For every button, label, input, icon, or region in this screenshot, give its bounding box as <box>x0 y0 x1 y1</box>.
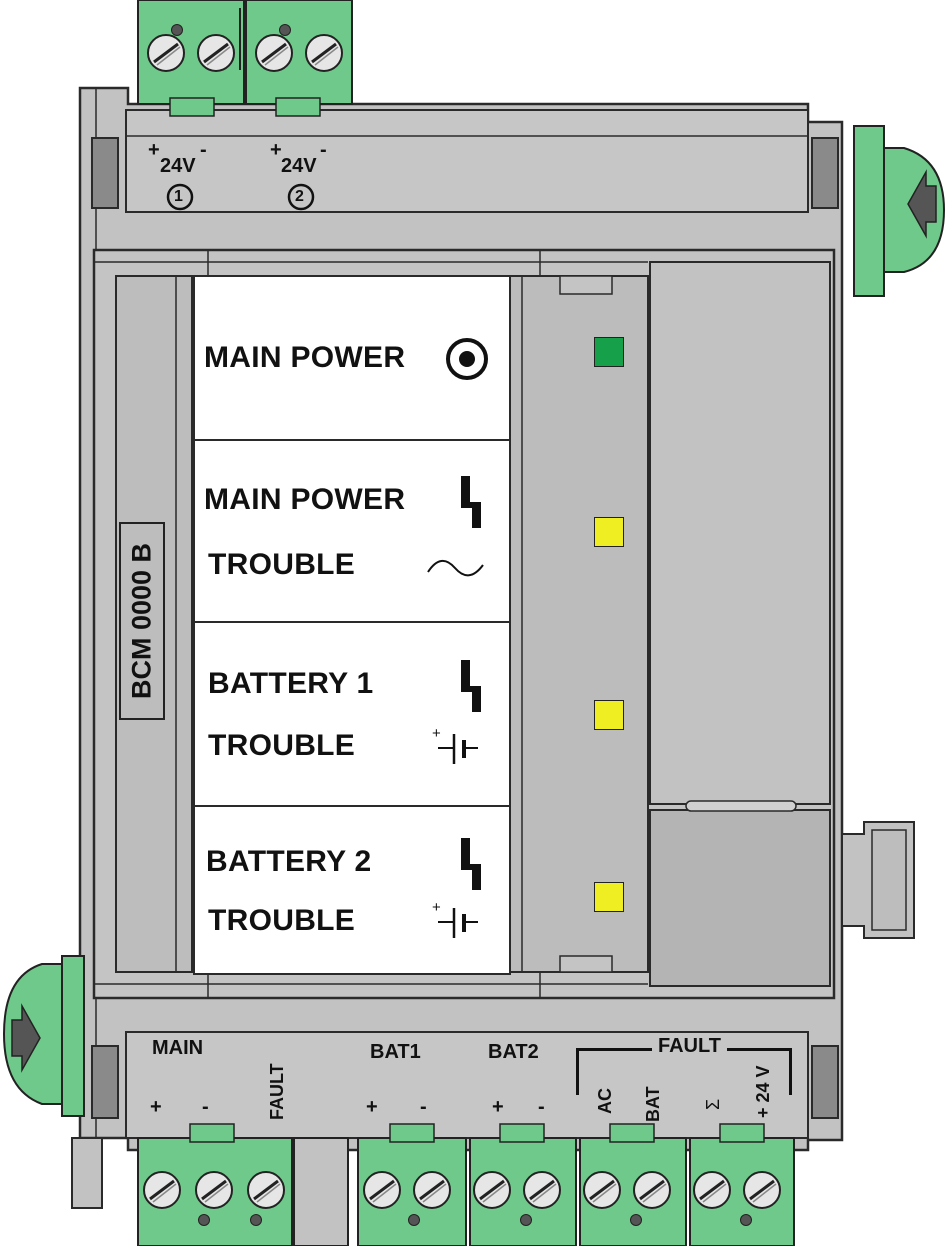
svg-text:+: + <box>432 899 441 916</box>
bottom-main-fault: FAULT <box>267 1063 287 1120</box>
bottom-bat2-plus: + <box>492 1096 504 1118</box>
top-terminal-1-plus: + <box>148 139 160 161</box>
bottom-bat1-minus: - <box>420 1096 427 1118</box>
model-text: BCM 0000 B <box>126 542 157 700</box>
bottom-bat2-title: BAT2 <box>488 1041 539 1063</box>
top-terminal-1-voltage: 24V <box>160 155 196 177</box>
bottom-bat1-title: BAT1 <box>370 1041 421 1063</box>
led-battery2-trouble <box>594 882 624 912</box>
led-main-power-trouble <box>594 517 624 547</box>
fault-symbol-icon <box>461 838 481 890</box>
bottom-bat1-plus: + <box>366 1096 378 1118</box>
indicator-main-power-trouble-line1: MAIN POWER <box>204 483 406 516</box>
bottom-terminal-blocks[interactable] <box>137 1123 795 1246</box>
indicator-battery1-trouble-line1: BATTERY 1 <box>208 667 374 700</box>
indicator-battery2-trouble-line2: TROUBLE <box>208 904 356 937</box>
ac-sine-wave-icon <box>427 560 484 577</box>
indicator-main-power-label: MAIN POWER <box>204 341 406 374</box>
svg-text:+: + <box>432 725 441 742</box>
bottom-fault-bat: BAT <box>643 1086 663 1122</box>
indicator-label-panel <box>193 275 511 975</box>
led-main-power <box>594 337 624 367</box>
bottom-fault-sum: Σ <box>703 1098 723 1110</box>
bottom-fault-24v: + 24 V <box>753 1065 773 1118</box>
top-terminal-block[interactable] <box>137 0 353 117</box>
battery-symbol-icon: + <box>432 899 478 938</box>
bottom-main-title: MAIN <box>152 1037 204 1059</box>
bottom-main-plus: + <box>150 1096 162 1118</box>
model-label: BCM 0000 B <box>119 522 165 720</box>
top-terminal-2-number: 2 <box>295 188 304 205</box>
indicator-battery1-trouble-line2: TROUBLE <box>208 729 356 762</box>
battery-symbol-icon: + <box>432 725 478 764</box>
top-terminal-2-plus: + <box>270 139 282 161</box>
bottom-main-minus: - <box>202 1096 209 1118</box>
top-terminal-1-minus: - <box>200 139 207 161</box>
right-din-clip[interactable] <box>853 125 945 297</box>
fault-symbol-icon <box>461 476 481 528</box>
indicator-main-power-trouble-line2: TROUBLE <box>208 548 356 581</box>
top-terminal-2-voltage: 24V <box>281 155 317 177</box>
power-on-dot-icon <box>446 338 488 380</box>
bottom-fault-title: FAULT <box>652 1036 727 1056</box>
top-terminal-2-minus: - <box>320 139 327 161</box>
indicator-battery2-trouble-line1: BATTERY 2 <box>206 845 372 878</box>
fault-symbol-icon <box>461 660 481 712</box>
top-terminal-1-number: 1 <box>174 188 183 205</box>
bottom-bat2-minus: - <box>538 1096 545 1118</box>
led-battery1-trouble <box>594 700 624 730</box>
bottom-fault-ac: AC <box>595 1088 615 1114</box>
left-din-clip[interactable] <box>2 955 85 1117</box>
